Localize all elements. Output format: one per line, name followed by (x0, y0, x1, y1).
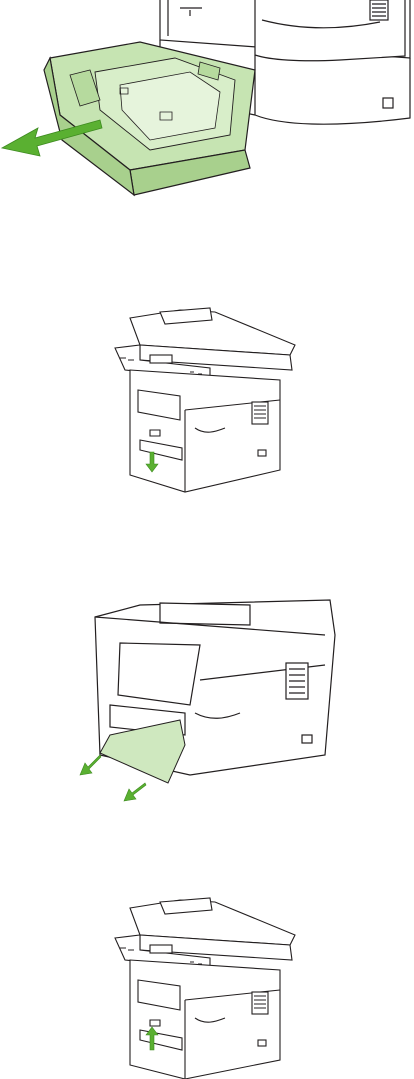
printer-icon (0, 300, 414, 500)
step-remove-tray (0, 0, 414, 215)
printer-icon (0, 890, 414, 1079)
step-pull-jammed-paper (0, 595, 414, 815)
step-close-jam-door (0, 890, 414, 1079)
tray-illustration (0, 0, 414, 215)
step-open-jam-door (0, 300, 414, 500)
tray-icon (44, 42, 255, 195)
printer-icon (0, 595, 414, 815)
